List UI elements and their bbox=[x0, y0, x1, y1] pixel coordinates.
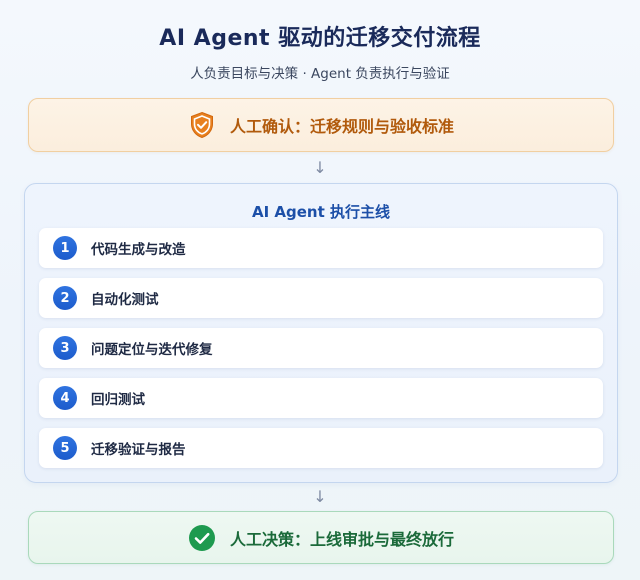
check-circle-icon bbox=[188, 524, 216, 552]
step-item: 3 问题定位与迭代修复 bbox=[39, 328, 603, 368]
step-item: 1 代码生成与改造 bbox=[39, 228, 603, 268]
step-label: 代码生成与改造 bbox=[91, 242, 186, 258]
down-arrow-icon: ↓ bbox=[313, 487, 327, 506]
step-item: 2 自动化测试 bbox=[39, 278, 603, 318]
page-subtitle: 人负责目标与决策 · Agent 负责执行与验证 bbox=[190, 66, 450, 82]
step-list: 1 代码生成与改造 2 自动化测试 3 问题定位与迭代修复 4 回归测试 5 迁… bbox=[39, 228, 603, 478]
step-number-badge: 5 bbox=[53, 436, 77, 460]
step-number-badge: 4 bbox=[53, 386, 77, 410]
step-label: 迁移验证与报告 bbox=[91, 442, 186, 458]
step-number-badge: 3 bbox=[53, 336, 77, 360]
step-label: 自动化测试 bbox=[91, 292, 159, 308]
step-label: 问题定位与迭代修复 bbox=[91, 342, 213, 358]
step-number-badge: 1 bbox=[53, 236, 77, 260]
shield-check-icon bbox=[188, 111, 216, 139]
human-decision-box: 人工决策：上线审批与最终放行 bbox=[28, 511, 614, 564]
down-arrow-icon: ↓ bbox=[313, 158, 327, 177]
agent-mainline-box: AI Agent 执行主线 1 代码生成与改造 2 自动化测试 3 问题定位与迭… bbox=[24, 183, 618, 483]
human-confirm-box: 人工确认：迁移规则与验收标准 bbox=[28, 98, 614, 152]
step-number-badge: 2 bbox=[53, 286, 77, 310]
step-item: 4 回归测试 bbox=[39, 378, 603, 418]
step-item: 5 迁移验证与报告 bbox=[39, 428, 603, 468]
page-title: AI Agent 驱动的迁移交付流程 bbox=[159, 26, 481, 51]
human-decision-label: 人工决策：上线审批与最终放行 bbox=[229, 529, 454, 549]
human-confirm-label: 人工确认：迁移规则与验收标准 bbox=[229, 117, 454, 136]
agent-mainline-title: AI Agent 执行主线 bbox=[251, 203, 390, 221]
step-label: 回归测试 bbox=[91, 392, 145, 408]
